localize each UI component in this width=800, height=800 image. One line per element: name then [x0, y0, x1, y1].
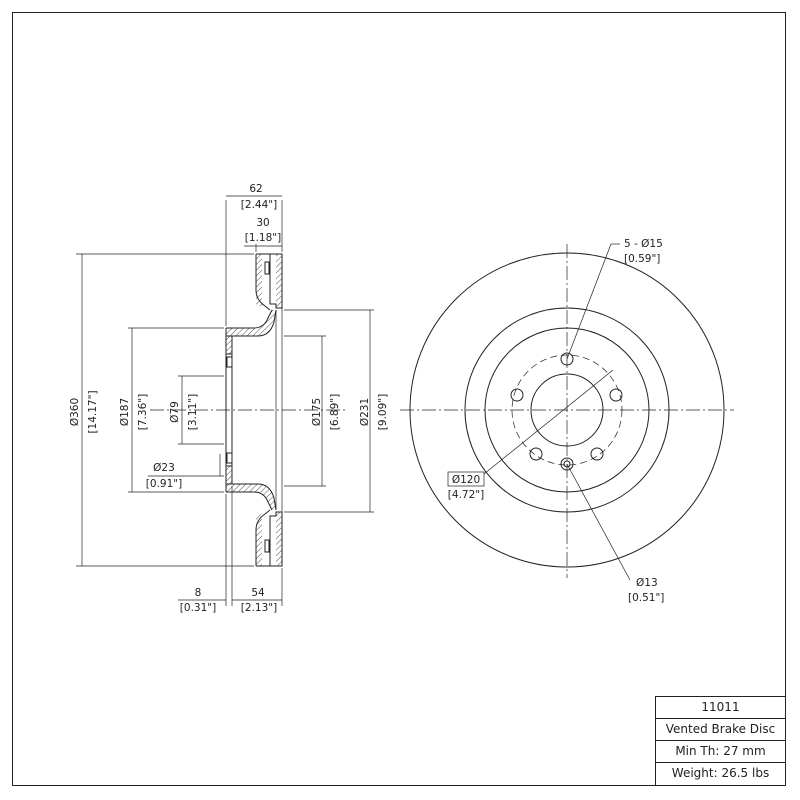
inner-friction-mm: Ø175: [311, 398, 323, 426]
hat-circle: [484, 327, 650, 493]
flange-hole-bottom: [226, 452, 233, 464]
vane-diameter-mm: Ø231: [359, 398, 371, 426]
bolt-hole: [560, 352, 574, 366]
vane-diameter-in: [9.09"]: [377, 394, 389, 430]
bolt-hole: [590, 447, 604, 461]
hat-height-in: [2.13"]: [241, 602, 277, 614]
locating-hole-inner: [563, 460, 571, 468]
title-block: [655, 696, 786, 786]
section-view: [76, 195, 374, 606]
drawing-frame: [12, 12, 786, 786]
locating-hole: [560, 457, 574, 471]
overall-width-mm: 62: [249, 183, 262, 195]
dim-small-hole: [148, 454, 224, 477]
outer-diameter-mm: Ø360: [69, 398, 81, 426]
weight: Weight: 26.5 lbs: [655, 762, 786, 786]
hat-diameter-mm: Ø187: [119, 398, 131, 426]
front-view-leaders: [447, 243, 631, 581]
part-number: 11011: [655, 696, 786, 718]
dim-inner-friction: [284, 335, 326, 487]
center-bore-mm: Ø79: [169, 401, 181, 423]
bolt-holes-in: [0.59"]: [624, 253, 660, 265]
front-view-labels: 5 - Ø15 [0.59"] Ø120 [4.72"] Ø13 [0.51"]: [448, 238, 665, 604]
small-hole-in: [0.91"]: [146, 478, 182, 490]
front-view: [400, 243, 734, 581]
bolt-circle: [511, 354, 623, 466]
bolt-hole: [510, 388, 524, 402]
section-view-labels: 62 [2.44"] 30 [1.18"] Ø360 [14.17"] Ø187…: [69, 183, 389, 614]
dim-bottom: [178, 486, 283, 606]
dim-disc-thickness: [244, 244, 282, 252]
bolt-circle-in: [4.72"]: [448, 489, 484, 501]
outer-diameter-in: [14.17"]: [87, 390, 99, 433]
small-hole-mm: Ø23: [153, 462, 175, 474]
disc-thickness-mm: 30: [256, 217, 269, 229]
bolt-hole: [529, 447, 543, 461]
center-bore-circle: [530, 373, 604, 447]
disc-thickness-in: [1.18"]: [245, 232, 281, 244]
dim-overall-width: [225, 195, 283, 326]
dim-vane-diameter: [284, 309, 374, 513]
vane-slot-bottom: [264, 539, 270, 553]
bolt-holes: [510, 352, 623, 461]
vane-slot-top: [264, 261, 270, 275]
locating-hole-mm: Ø13: [636, 577, 658, 589]
center-bore-in: [3.11"]: [187, 394, 199, 430]
hat-diameter-in: [7.36"]: [137, 394, 149, 430]
vane-circle: [464, 307, 670, 513]
hub-flange-in: [0.31"]: [180, 602, 216, 614]
hat-height-mm: 54: [251, 587, 265, 599]
dim-hat-diameter: [128, 327, 224, 493]
inner-friction-in: [6.89"]: [329, 394, 341, 430]
section-hatching: [226, 254, 282, 566]
dim-center-bore: [178, 375, 224, 445]
overall-width-in: [2.44"]: [241, 199, 277, 211]
outer-edge-circle: [409, 252, 725, 568]
part-description: Vented Brake Disc: [655, 718, 786, 740]
bolt-holes-mm: 5 - Ø15: [624, 238, 663, 250]
hub-flange-mm: 8: [195, 587, 202, 599]
dim-outer-diameter: [76, 253, 254, 567]
flange-hole-top: [226, 356, 233, 368]
min-thickness: Min Th: 27 mm: [655, 740, 786, 762]
bolt-circle-mm: Ø120: [452, 474, 480, 486]
bolt-hole: [609, 388, 623, 402]
locating-hole-in: [0.51"]: [628, 592, 664, 604]
